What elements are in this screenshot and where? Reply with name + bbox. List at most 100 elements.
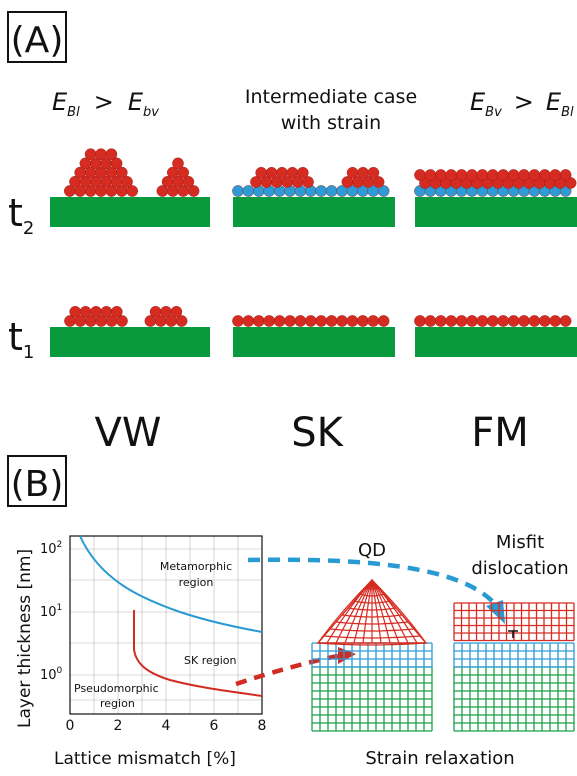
pseudomorphic-region-label-1: Pseudomorphic xyxy=(74,682,159,695)
island-atom xyxy=(160,305,172,318)
island-atom xyxy=(172,157,184,170)
dot-lattice-line xyxy=(371,579,400,644)
island-atom xyxy=(149,305,162,318)
island-atom xyxy=(177,166,189,179)
island-atom xyxy=(357,166,369,179)
metamorphic-region-label-2: region xyxy=(179,576,214,589)
fm-energy-condition: EBv>EBl xyxy=(470,88,574,120)
time-label-t2: t2 xyxy=(8,191,34,239)
monolayer-atom xyxy=(445,315,458,327)
x-axis-label: Lattice mismatch [%] xyxy=(54,749,236,769)
vw-energy-condition: EBl>Ebv xyxy=(52,88,159,120)
wetting-layer-atom xyxy=(377,185,390,197)
metamorphic-region-label-1: Metamorphic xyxy=(160,560,232,573)
island-atom xyxy=(110,157,123,170)
panel-b-label-box xyxy=(7,455,67,507)
island-atom xyxy=(105,148,118,160)
monolayer-atom xyxy=(325,315,338,327)
layer-atom xyxy=(539,169,551,181)
island-atom xyxy=(187,185,200,197)
misfit-label-2: dislocation xyxy=(471,558,568,579)
panel-b-label: (B) xyxy=(11,464,64,505)
x-tick-6: 6 xyxy=(210,718,219,734)
qd-label: QD xyxy=(358,540,386,561)
layer-atom xyxy=(518,169,530,181)
island-atom xyxy=(100,305,113,318)
fm-t2-layers xyxy=(414,169,577,197)
sk-header-line1: Intermediate case xyxy=(245,86,417,108)
monolayer-atom xyxy=(549,315,562,327)
misfit-label-1: Misfit xyxy=(496,532,544,553)
island-atom xyxy=(346,166,359,179)
island-atom xyxy=(116,315,128,327)
monolayer-atom xyxy=(466,315,478,327)
island-atom xyxy=(296,166,309,179)
layer-atom xyxy=(434,169,447,181)
panel-a: (A) EBl>Ebv Intermediate case with strai… xyxy=(7,11,577,456)
arrows xyxy=(235,557,505,687)
layer-atom xyxy=(455,169,468,181)
panel-a-label: (A) xyxy=(11,20,64,61)
layer-atom xyxy=(497,169,510,181)
qd-structure xyxy=(311,578,433,732)
monolayer-atom xyxy=(273,315,286,327)
chart-frame xyxy=(69,535,263,715)
monolayer-atom xyxy=(424,315,437,327)
y-axis-label: Layer thickness [nm] xyxy=(15,549,35,728)
layer-atom xyxy=(549,169,562,181)
dot-lattice-line xyxy=(317,642,427,646)
island-atom xyxy=(286,166,299,179)
dislocation-symbol xyxy=(508,630,518,638)
substrate-fm-t2 xyxy=(415,197,577,227)
dot-lattice-line xyxy=(362,579,373,644)
island-atom xyxy=(111,305,123,318)
wetting-layer-atom xyxy=(232,185,244,197)
monolayer-atom xyxy=(263,315,276,327)
monolayer-atom xyxy=(377,315,390,327)
dot-lattice-line xyxy=(371,579,409,644)
sk-boundary-red-curve xyxy=(133,610,263,697)
monolayer-atom xyxy=(455,315,468,327)
y-tick-1e1: 101 xyxy=(40,603,62,620)
island-atom xyxy=(126,185,138,197)
island-atom xyxy=(175,315,188,327)
critical-thickness-blue-curve xyxy=(79,535,263,633)
mismatch-chart: Layer thickness [nm] Lattice mismatch [%… xyxy=(15,535,267,769)
layer-atom xyxy=(424,169,437,181)
monolayer-atom xyxy=(528,315,541,327)
island-atom xyxy=(69,305,81,318)
monolayer-atom xyxy=(356,315,369,327)
mode-label-vw: VW xyxy=(95,410,162,456)
strain-relaxation-caption: Strain relaxation xyxy=(365,748,514,769)
monolayer-atom xyxy=(242,315,255,327)
substrate-vw-t2 xyxy=(50,197,210,227)
mode-label-sk: SK xyxy=(291,410,344,456)
monolayer-atom xyxy=(486,315,499,327)
x-tick-8: 8 xyxy=(258,718,267,734)
blue-dashed-arrow xyxy=(247,557,497,606)
wetting-layer-atom xyxy=(315,185,328,197)
island-atom xyxy=(255,166,268,179)
island-atom xyxy=(276,166,288,179)
island-atom xyxy=(372,176,385,188)
layer-atom xyxy=(528,169,541,181)
monolayer-atom xyxy=(252,315,265,327)
layer-atom xyxy=(559,169,572,181)
wetting-layer-atom xyxy=(242,185,255,197)
island-atom xyxy=(367,166,380,179)
substrate-sk-t1 xyxy=(233,327,395,357)
layer-atom xyxy=(476,169,489,181)
pseudomorphic-region-label-2: region xyxy=(100,697,135,710)
layer-atom xyxy=(507,169,520,181)
island-atom xyxy=(121,175,133,188)
dot-lattice-line xyxy=(353,579,373,644)
y-tick-1e0: 100 xyxy=(40,666,63,683)
island-atom xyxy=(170,305,183,318)
substrate-vw-t1 xyxy=(50,327,210,357)
monolayer-atom xyxy=(507,315,520,327)
monolayer-atom xyxy=(232,315,244,327)
red-arrowhead xyxy=(338,647,356,664)
red-dashed-arrow xyxy=(235,653,339,687)
vw-t1-islands xyxy=(64,305,188,327)
dot-lattice-line xyxy=(344,579,373,644)
